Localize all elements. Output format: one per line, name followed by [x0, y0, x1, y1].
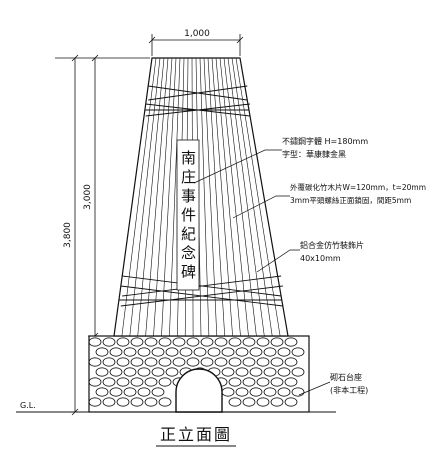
dim-left-upper-label: 3,000 [83, 184, 93, 210]
base-arch-opening [175, 368, 223, 413]
drawing-title: 正立面圖 [160, 425, 232, 444]
note-bamboo-1: 外覆碳化竹木片W=120mm，t=20mm [290, 182, 426, 192]
stone-base [88, 335, 310, 413]
note-band-1: 鋁合金仿竹裝飾片 [300, 240, 364, 250]
bamboo-column [113, 57, 289, 337]
note-base-2: (非本工程) [330, 385, 368, 395]
stone-pattern [88, 337, 305, 407]
dim-top-label: 1,000 [184, 29, 210, 39]
dim-top [148, 34, 244, 56]
dim-left-total-label: 3,800 [63, 222, 73, 248]
inscription-plaque [176, 139, 200, 291]
note-plaque-1: 不鏽鋼字體 H=180mm [282, 136, 368, 146]
note-plaque-2: 字型：華康隸金黑 [282, 149, 346, 159]
decorative-bands [118, 85, 283, 307]
leader-lines [193, 149, 331, 396]
ground-label: G.L. [20, 401, 36, 410]
inscription-text: 南庄事件紀念碑 [179, 150, 197, 283]
note-band-2: 40x10mm [300, 254, 341, 263]
note-bamboo-2: 3mm平頭螺絲正面鎖固，間距5mm [290, 195, 411, 205]
note-base-1: 砌石台座 [330, 372, 362, 382]
